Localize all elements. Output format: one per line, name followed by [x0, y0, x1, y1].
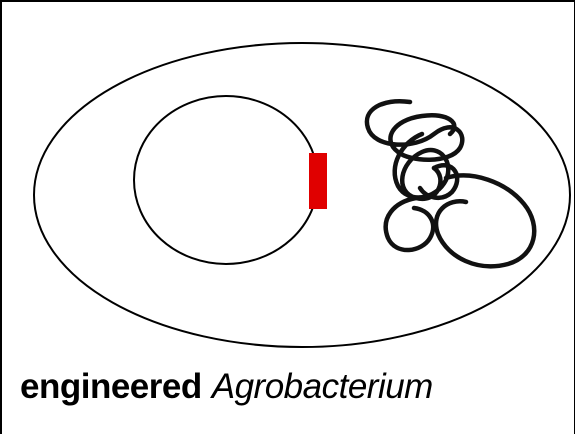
caption-word-agrobacterium: Agrobacterium: [212, 367, 433, 406]
chromosome-tangle: [367, 101, 534, 266]
bacterium-diagram: [2, 2, 575, 362]
cell-envelope: [34, 43, 570, 347]
caption-word-engineered: engineered: [20, 367, 202, 406]
plasmid-ring: [134, 96, 318, 264]
diagram-caption: engineered Agrobacterium: [20, 358, 433, 416]
inserted-gene-marker: [309, 153, 327, 209]
